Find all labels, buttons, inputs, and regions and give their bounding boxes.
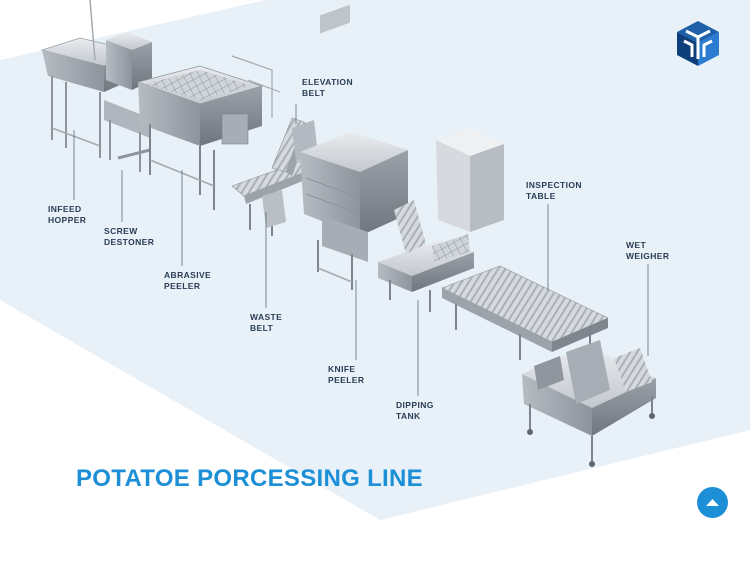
chevron-up-icon — [706, 499, 719, 506]
wet-weigher-machine — [522, 340, 656, 467]
label-waste-belt-line1: WASTE — [250, 312, 283, 322]
label-dipping-tank-line2: TANK — [396, 411, 421, 421]
abrasive-peeler-machine — [136, 55, 281, 210]
label-elevation-belt-line1: ELEVATION — [302, 77, 353, 87]
label-wet-weigher: WET WEIGHER — [626, 240, 669, 262]
label-dipping-tank-line1: DIPPING — [396, 400, 434, 410]
label-knife-peeler-line1: KNIFE — [328, 364, 356, 374]
label-inspection-table: INSPECTION TABLE — [526, 180, 582, 202]
label-elevation-belt-line2: BELT — [302, 88, 326, 98]
label-screw-destoner-line1: SCREW — [104, 226, 138, 236]
label-inspection-table-line2: TABLE — [526, 191, 556, 201]
label-dipping-tank: DIPPING TANK — [396, 400, 434, 422]
inspection-table-machine — [441, 265, 609, 360]
label-infeed-hopper-line2: HOPPER — [48, 215, 87, 225]
label-infeed-hopper-line1: INFEED — [48, 204, 82, 214]
label-abrasive-peeler-line1: ABRASIVE — [164, 270, 212, 280]
label-wet-weigher-line1: WET — [626, 240, 647, 250]
label-wet-weigher-line2: WEIGHER — [626, 251, 670, 261]
cube-logo-icon — [672, 17, 724, 69]
label-screw-destoner-line2: DESTONER — [104, 237, 155, 247]
page-title: POTATOE PORCESSING LINE — [76, 465, 423, 492]
label-waste-belt-line2: BELT — [250, 323, 274, 333]
label-infeed-hopper: INFEED HOPPER — [48, 204, 86, 226]
waste-belt-machine — [231, 157, 321, 236]
label-waste-belt: WASTE BELT — [250, 312, 282, 334]
screw-destoner-machine — [104, 32, 152, 172]
leader-lines — [73, 104, 649, 396]
label-elevation-belt: ELEVATION BELT — [302, 77, 353, 99]
label-screw-destoner: SCREW DESTONER — [104, 226, 154, 248]
label-inspection-table-line1: INSPECTION — [526, 180, 582, 190]
label-abrasive-peeler-line2: PEELER — [164, 281, 201, 291]
label-knife-peeler: KNIFE PEELER — [328, 364, 364, 386]
scroll-top-button[interactable] — [697, 487, 728, 518]
knife-peeler-machine — [300, 4, 408, 290]
label-knife-peeler-line2: PEELER — [328, 375, 365, 385]
control-cabinet — [436, 128, 504, 232]
dipping-tank-machine — [378, 200, 474, 312]
label-abrasive-peeler: ABRASIVE PEELER — [164, 270, 211, 292]
